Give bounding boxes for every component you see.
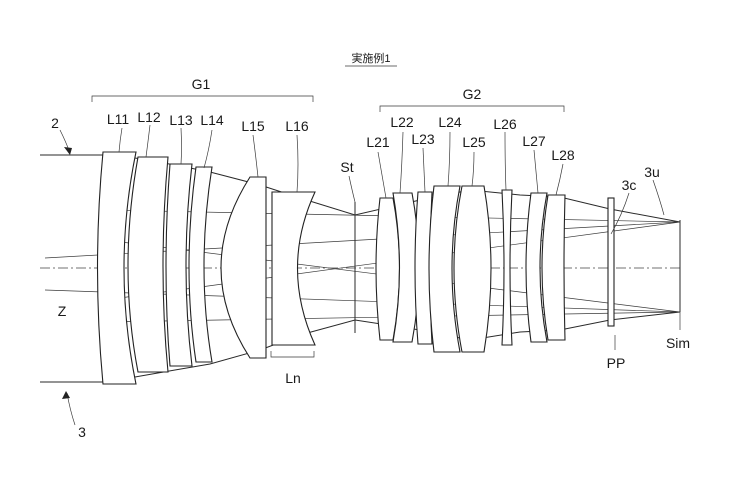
label-l12: L12 bbox=[137, 109, 161, 125]
label-sim: Sim bbox=[666, 335, 690, 351]
label-l27: L27 bbox=[522, 133, 546, 149]
label-l23: L23 bbox=[411, 131, 435, 147]
label-l21: L21 bbox=[366, 134, 390, 150]
label-ray-2: 2 bbox=[51, 115, 59, 131]
label-3c: 3c bbox=[622, 177, 637, 193]
bracket-g2 bbox=[379, 105, 565, 112]
arrow-ray-2 bbox=[64, 147, 72, 155]
lens-group-g1 bbox=[96, 151, 316, 385]
label-l14: L14 bbox=[200, 112, 224, 128]
label-3u: 3u bbox=[644, 164, 660, 180]
lens-group-g2 bbox=[375, 185, 566, 353]
lens-l14 bbox=[188, 166, 213, 363]
label-l25: L25 bbox=[462, 134, 486, 150]
lens-l15 bbox=[220, 176, 267, 359]
label-l11: L11 bbox=[107, 111, 130, 127]
lens-l16 bbox=[271, 191, 316, 346]
label-l15: L15 bbox=[241, 118, 265, 134]
labels: G1 G2 L11 L12 L13 L14 L15 L16 St L21 L22… bbox=[51, 76, 690, 440]
label-g1: G1 bbox=[192, 76, 211, 92]
label-ln: Ln bbox=[285, 370, 301, 386]
lens-l13 bbox=[165, 163, 193, 367]
label-l24: L24 bbox=[438, 114, 462, 130]
label-g2: G2 bbox=[463, 86, 482, 102]
lens-l24 bbox=[428, 185, 461, 353]
bracket-ln bbox=[270, 351, 315, 358]
label-z: Z bbox=[58, 303, 67, 319]
lens-l27 bbox=[525, 192, 548, 343]
lens-l25 bbox=[453, 185, 492, 353]
lens-l11 bbox=[96, 151, 137, 385]
label-pp: PP bbox=[607, 355, 626, 371]
label-l16: L16 bbox=[285, 118, 309, 134]
bracket-g1 bbox=[91, 95, 314, 102]
arrow-ray-3 bbox=[62, 391, 70, 399]
label-ray-3: 3 bbox=[78, 424, 86, 440]
label-l13: L13 bbox=[169, 112, 193, 128]
lens-l12 bbox=[127, 156, 169, 373]
leader-lines bbox=[59, 124, 681, 426]
optical-member-pp bbox=[607, 197, 615, 327]
label-l26: L26 bbox=[493, 116, 517, 132]
lens-l26 bbox=[501, 189, 513, 346]
label-l28: L28 bbox=[551, 147, 575, 163]
label-l22: L22 bbox=[390, 114, 414, 130]
embodiment-title: 実施例1 bbox=[351, 51, 390, 65]
lens-l28 bbox=[541, 194, 566, 341]
label-st: St bbox=[340, 159, 353, 175]
